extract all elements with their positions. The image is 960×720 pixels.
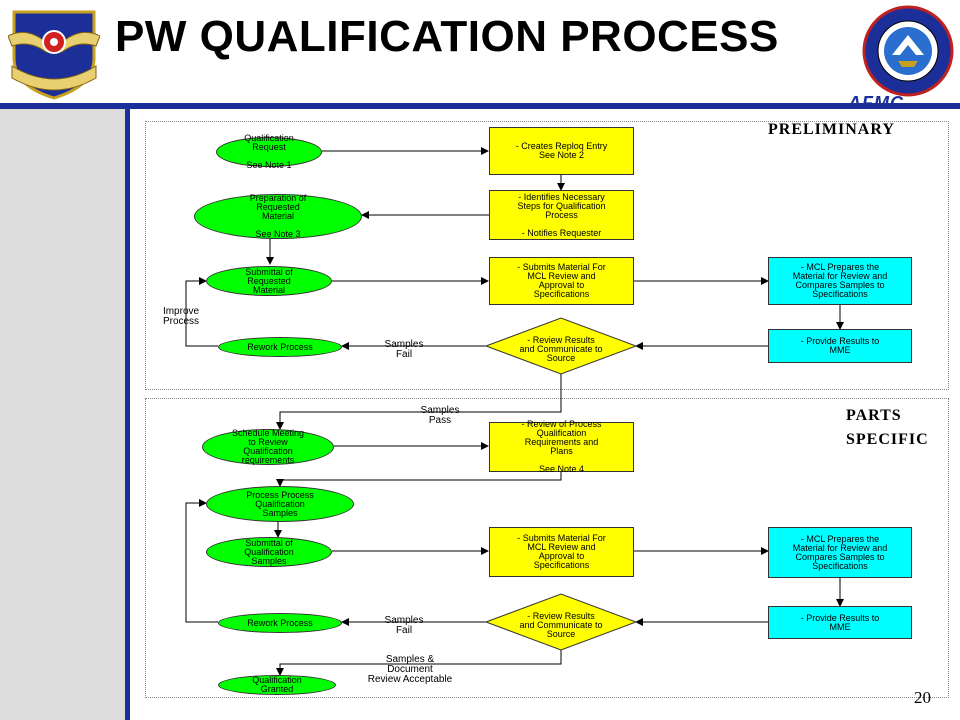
sidebar-panel — [0, 105, 125, 720]
process-qualification-samples-node: Process Process Qualification Samples — [206, 486, 354, 522]
qualification-request-node: Qualification Request See Note 1 — [216, 134, 322, 170]
samples-fail-label: Samples Fail — [384, 615, 424, 636]
parts-specific-section-label: PARTS SPECIFIC — [846, 407, 929, 448]
review-results-decision-text: - Review Results and Communicate to Sour… — [519, 335, 603, 363]
oklahoma-city-alc-shield-logo — [8, 10, 100, 100]
provide-results-box: - Provide Results to MME — [768, 606, 912, 639]
submits-material-box: - Submits Material For MCL Review and Ap… — [489, 527, 634, 577]
samples-fail-label: Samples Fail — [384, 339, 424, 360]
rework-process-node: Rework Process — [218, 337, 342, 357]
sidebar-rule — [125, 105, 130, 720]
page-title: PW QUALIFICATION PROCESS — [115, 12, 779, 61]
improve-process-label: Improve Process — [162, 306, 200, 327]
qualification-granted-node: Qualification Granted — [218, 675, 336, 695]
preliminary-section-label: PRELIMINARY — [768, 121, 895, 138]
directorate-of-propulsion-emblem — [862, 5, 954, 97]
samples-document-acceptable-label: Samples & Document Review Acceptable — [367, 654, 453, 685]
schedule-meeting-node: Schedule Meeting to Review Qualification… — [202, 429, 334, 465]
identifies-necessary-steps-box: - Identifies Necessary Steps for Qualifi… — [489, 190, 634, 240]
mcl-prepares-material-box: - MCL Prepares the Material for Review a… — [768, 257, 912, 305]
page-number: 20 — [914, 688, 931, 707]
review-results-decision-text: - Review Results and Communicate to Sour… — [519, 611, 603, 639]
header-rule — [0, 103, 960, 109]
preparation-of-material-node: Preparation of Requested Material See No… — [194, 194, 362, 239]
submittal-of-samples-node: Submittal of Qualification Samples — [206, 537, 332, 567]
creates-reploq-entry-box: - Creates Reploq Entry See Note 2 — [489, 127, 634, 175]
submittal-of-material-node: Submittal of Requested Material — [206, 266, 332, 296]
provide-results-box: - Provide Results to MME — [768, 329, 912, 363]
rework-process-node: Rework Process — [218, 613, 342, 633]
mcl-prepares-material-box: - MCL Prepares the Material for Review a… — [768, 527, 912, 578]
afmc-logo-text: AFMC — [848, 93, 904, 113]
samples-pass-label: Samples Pass — [420, 405, 460, 426]
submits-material-box: - Submits Material For MCL Review and Ap… — [489, 257, 634, 305]
review-of-process-qualification-box: - Review of Process Qualification Requir… — [489, 420, 634, 474]
